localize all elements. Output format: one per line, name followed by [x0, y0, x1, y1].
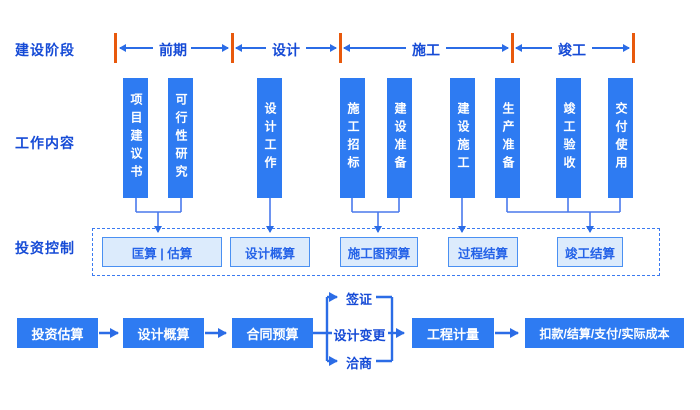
- work-item-box-completion-acceptance: 竣工验收: [556, 78, 581, 198]
- flow-box-design-estimate: 设计概算: [123, 318, 204, 348]
- phase-label-construction: 施工: [408, 40, 444, 58]
- flow-box-deduction-settlement-payment-cost: 扣款/结算/支付/实际成本: [525, 318, 684, 348]
- work-item-label: 设计工作: [263, 102, 277, 174]
- work-item-label: 项目建议书: [129, 93, 143, 183]
- work-item-label: 施工招标: [346, 102, 360, 174]
- phase-label-preliminary: 前期: [155, 40, 191, 58]
- work-item-label: 竣工验收: [562, 102, 576, 174]
- work-item-box-construction-bidding: 施工招标: [340, 78, 365, 198]
- control-box-design-estimate: 设计概算: [230, 237, 310, 267]
- work-item-box-construction-prep: 建设准备: [387, 78, 412, 198]
- work-item-box-design-work: 设计工作: [257, 78, 282, 198]
- row-label-work-content: 工作内容: [15, 135, 75, 151]
- control-box-final-settlement: 竣工结算: [557, 237, 623, 267]
- work-item-box-production-prep: 生产准备: [495, 78, 520, 198]
- work-to-control-connectors: [135, 198, 621, 233]
- phase-label-completion: 竣工: [554, 40, 590, 58]
- work-item-box-feasibility-study: 可行性研究: [168, 78, 193, 198]
- work-item-box-project-proposal: 项目建议书: [123, 78, 148, 198]
- row-label-investment-control: 投资控制: [15, 240, 75, 256]
- phase-divider: [114, 33, 117, 63]
- phase-divider: [632, 33, 635, 63]
- row-label-construction-phase: 建设阶段: [15, 42, 75, 58]
- phase-divider: [231, 33, 234, 63]
- phase-divider: [511, 33, 514, 63]
- flow-box-contract-budget: 合同预算: [232, 318, 313, 348]
- control-box-rough-estimate: 匡算 | 估算: [102, 237, 222, 267]
- control-box-drawing-budget: 施工图预算: [340, 237, 418, 267]
- phase-label-design: 设计: [268, 40, 304, 58]
- work-item-label: 交付使用: [614, 102, 628, 174]
- work-item-box-construction: 建设施工: [450, 78, 475, 198]
- branch-label-visa: 签证: [339, 289, 379, 308]
- work-item-box-delivery-use: 交付使用: [608, 78, 633, 198]
- work-item-label: 建设施工: [456, 102, 470, 174]
- work-item-label: 可行性研究: [174, 93, 188, 183]
- control-box-process-settlement: 过程结算: [448, 237, 518, 267]
- work-item-label: 生产准备: [501, 102, 515, 174]
- phase-divider: [339, 33, 342, 63]
- flow-box-investment-estimate: 投资估算: [17, 318, 98, 348]
- branch-label-negotiation: 洽商: [339, 353, 379, 372]
- flow-box-engineering-measure: 工程计量: [412, 318, 494, 348]
- work-item-label: 建设准备: [393, 102, 407, 174]
- branch-label-design-change: 设计变更: [333, 325, 386, 344]
